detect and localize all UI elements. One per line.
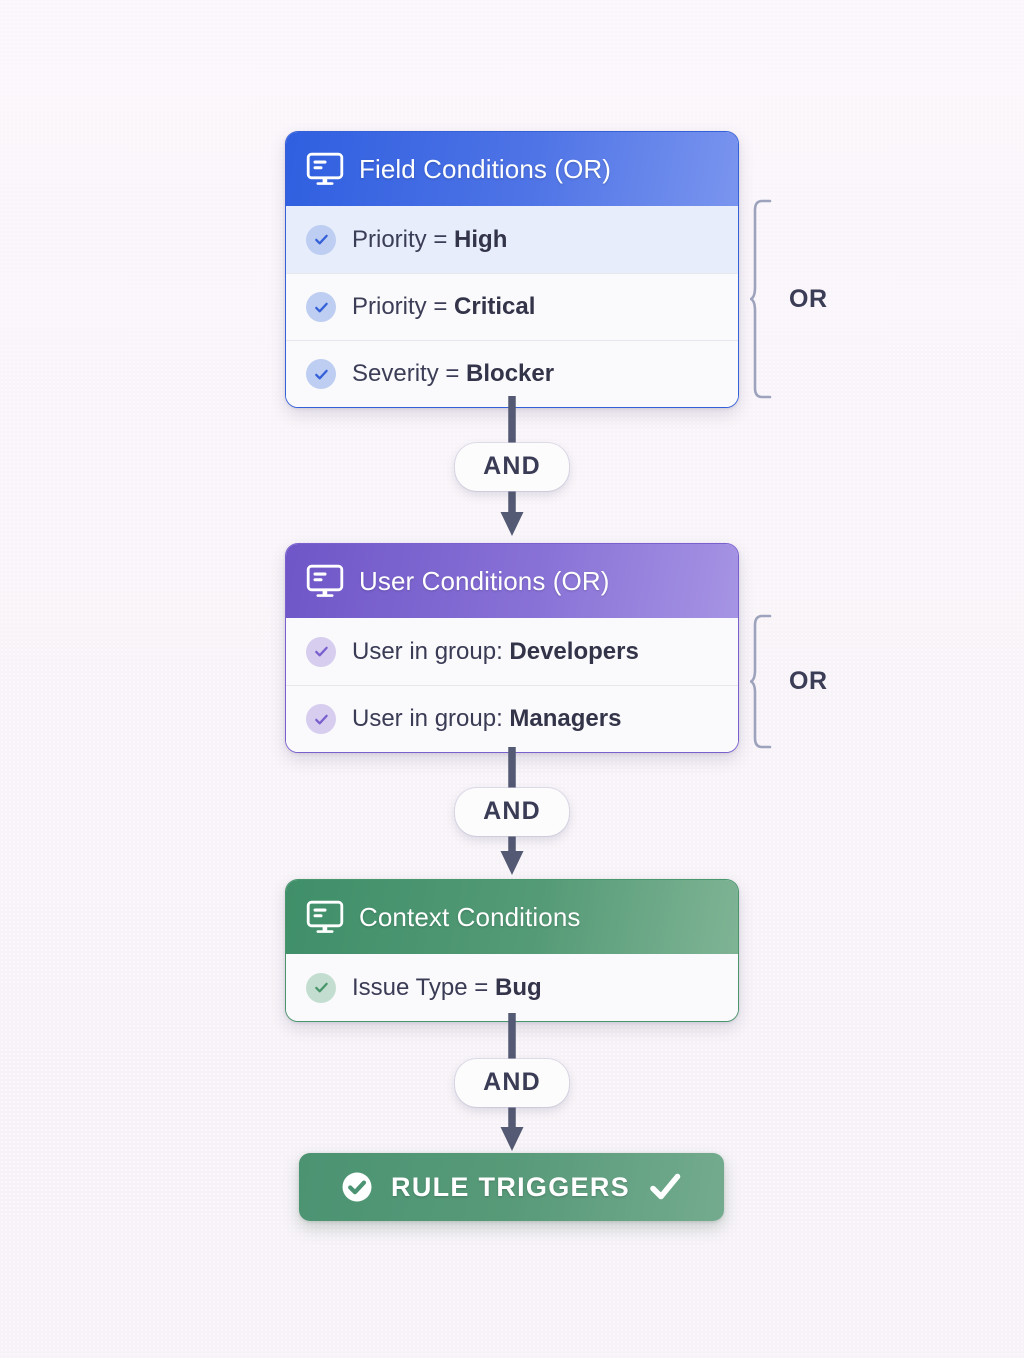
- connector-2: AND: [0, 747, 1024, 877]
- condition-value: Blocker: [466, 360, 555, 387]
- condition-group-user-conditions[interactable]: User Conditions (OR) User in group: Deve…: [285, 543, 739, 753]
- or-label: OR: [789, 667, 828, 695]
- monitor-icon: [306, 564, 344, 597]
- condition-value: Managers: [509, 705, 622, 732]
- condition-row[interactable]: User in group: Managers: [286, 685, 738, 752]
- check-circle-icon: [306, 704, 336, 734]
- condition-text: Issue Type = Bug: [352, 974, 542, 1002]
- condition-lead: Severity =: [352, 360, 467, 387]
- condition-row[interactable]: Severity = Blocker: [286, 340, 738, 407]
- group-title: Context Conditions: [359, 901, 581, 932]
- condition-value: Developers: [509, 637, 639, 665]
- check-circle-icon: [306, 359, 336, 389]
- condition-text: Priority = High: [352, 226, 507, 254]
- curly-brace-icon: [750, 614, 772, 749]
- condition-row[interactable]: Issue Type = Bug: [286, 954, 738, 1021]
- condition-row[interactable]: Priority = Critical: [286, 273, 738, 340]
- curly-brace-icon: [750, 199, 772, 399]
- condition-lead: User in group:: [352, 705, 510, 732]
- monitor-icon: [306, 900, 344, 933]
- condition-value: Bug: [494, 973, 542, 1001]
- condition-lead: User in group:: [352, 637, 510, 665]
- condition-value: High: [454, 225, 508, 253]
- group-header-field-conditions: Field Conditions (OR): [286, 132, 738, 206]
- checkmark-icon: [650, 1173, 681, 1200]
- monitor-icon: [306, 152, 344, 185]
- condition-lead: Issue Type =: [352, 973, 495, 1001]
- connector-1: AND: [0, 396, 1024, 538]
- rule-triggers-label: RULE TRIGGERS: [391, 1171, 630, 1202]
- check-circle-icon: [306, 224, 336, 255]
- or-label: OR: [789, 284, 828, 313]
- condition-row[interactable]: User in group: Developers: [286, 618, 738, 685]
- check-circle-icon: [306, 972, 336, 1003]
- logic-operator-and[interactable]: AND: [455, 1059, 569, 1107]
- condition-text: User in group: Managers: [352, 705, 621, 733]
- check-badge-icon: [342, 1172, 372, 1202]
- condition-group-field-conditions[interactable]: Field Conditions (OR) Priority = High Pr…: [285, 131, 739, 408]
- check-circle-icon: [306, 636, 336, 667]
- condition-text: User in group: Developers: [352, 638, 639, 666]
- condition-lead: Priority =: [352, 293, 455, 320]
- condition-group-context-conditions[interactable]: Context Conditions Issue Type = Bug: [285, 879, 739, 1022]
- group-title: Field Conditions (OR): [359, 153, 612, 184]
- condition-row[interactable]: Priority = High: [286, 206, 738, 273]
- condition-lead: Priority =: [352, 225, 455, 253]
- group-header-user-conditions: User Conditions (OR): [286, 544, 738, 618]
- group-header-context-conditions: Context Conditions: [286, 880, 738, 954]
- logic-operator-and[interactable]: AND: [455, 788, 569, 836]
- condition-value: Critical: [454, 293, 536, 320]
- group-conditions-list: Priority = High Priority = Critical Seve…: [286, 206, 738, 407]
- or-bracket-user-conditions: OR: [750, 614, 828, 749]
- or-bracket-field-conditions: OR: [750, 199, 828, 399]
- logic-operator-and[interactable]: AND: [455, 443, 569, 491]
- rule-triggers-bar[interactable]: RULE TRIGGERS: [299, 1153, 724, 1221]
- group-title: User Conditions (OR): [359, 565, 610, 596]
- condition-text: Severity = Blocker: [352, 360, 554, 388]
- condition-text: Priority = Critical: [352, 293, 535, 321]
- check-circle-icon: [306, 292, 336, 322]
- connector-3: AND: [0, 1013, 1024, 1153]
- group-conditions-list: User in group: Developers User in group:…: [286, 618, 738, 752]
- group-conditions-list: Issue Type = Bug: [286, 954, 738, 1021]
